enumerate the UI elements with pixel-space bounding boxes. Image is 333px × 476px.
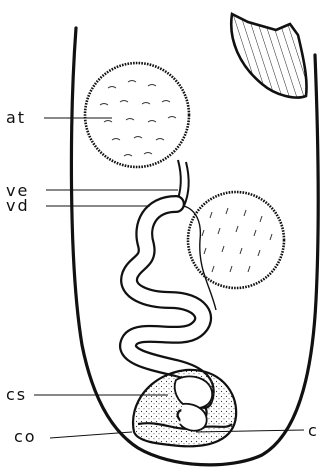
leader-co [50,432,132,438]
label-cs: cs [6,385,27,404]
label-co: co [14,427,37,446]
label-c: c [308,421,319,440]
hatched-structure [231,14,306,98]
label-vd: vd [6,196,30,215]
atrium-sac [85,63,189,167]
second-sac [188,192,284,288]
label-at: at [6,108,26,127]
